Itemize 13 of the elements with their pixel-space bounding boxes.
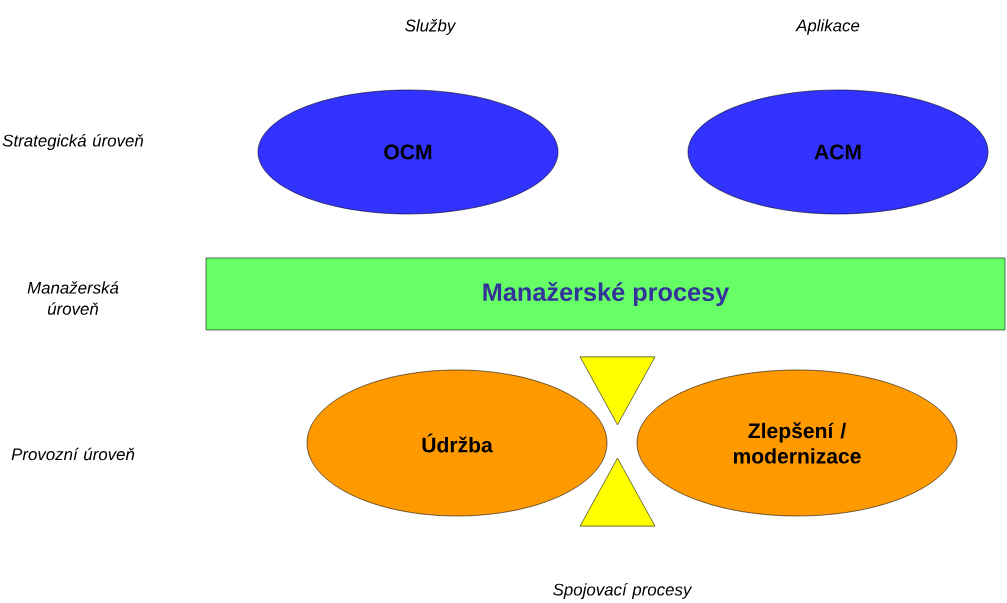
italic-label: Aplikace xyxy=(795,19,860,35)
italic-label: Služby xyxy=(405,19,457,35)
oval-node: ACM xyxy=(687,89,989,215)
process-band: Manažerské procesy xyxy=(205,257,1006,331)
level-label: Provozní úroveň xyxy=(11,447,135,461)
oval-node: OCM xyxy=(257,89,559,215)
triangle-marker xyxy=(579,457,656,527)
triangle-marker xyxy=(579,356,656,426)
oval-node: Údržba xyxy=(306,369,608,517)
level-label: Manažerská úroveň xyxy=(27,281,119,315)
oval-node: Zlepšení / modernizace xyxy=(636,369,958,517)
level-label: Strategická úroveň xyxy=(2,134,144,150)
italic-label: Spojovací procesy xyxy=(553,583,693,599)
